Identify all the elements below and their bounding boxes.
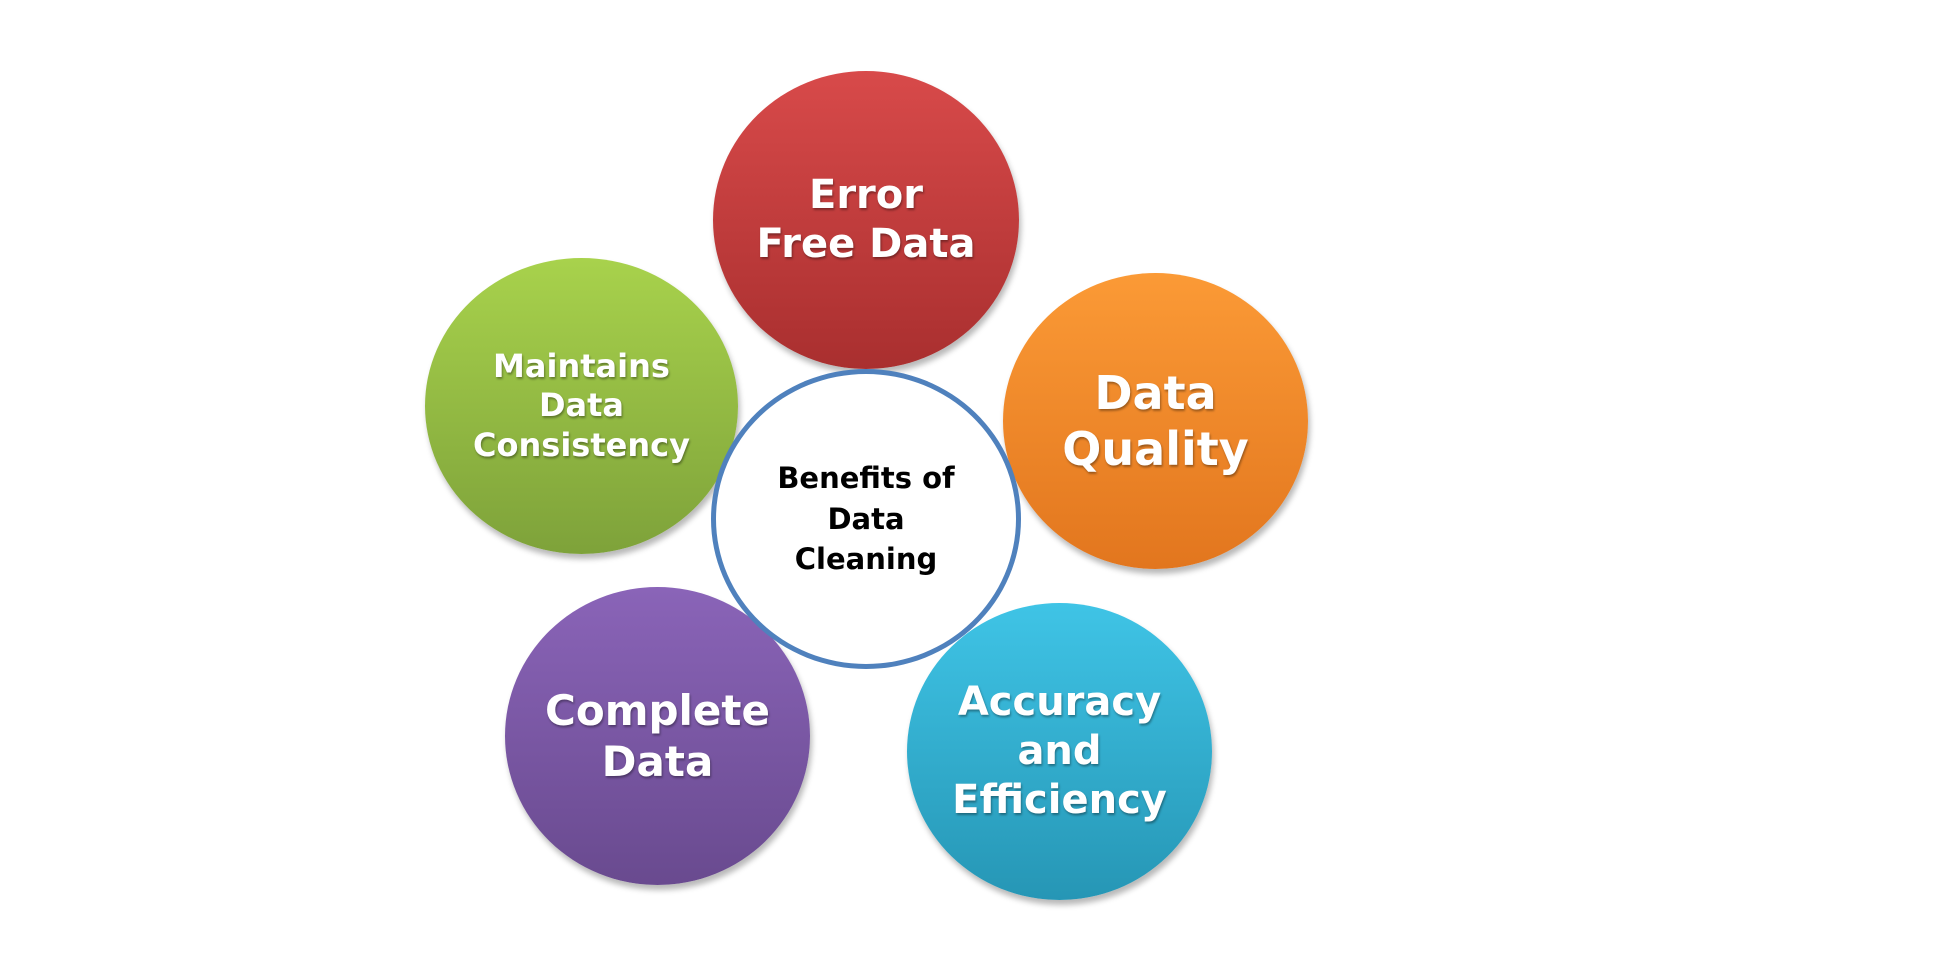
node-accuracy-and-efficiency: Accuracy and Efficiency xyxy=(907,603,1212,900)
label-line: Efficiency xyxy=(952,776,1167,823)
node-label: Error Free Data xyxy=(757,171,976,269)
node-label: Complete Data xyxy=(545,685,770,787)
label-line: Maintains xyxy=(493,347,670,386)
label-line: Data xyxy=(1094,365,1217,420)
label-line: Data xyxy=(827,501,905,536)
label-line: Cleaning xyxy=(794,542,938,577)
label-line: Accuracy xyxy=(957,679,1162,726)
label-line: Error xyxy=(809,172,923,219)
label-line: Data xyxy=(601,737,714,786)
node-maintains-data-consistency: Maintains Data Consistency xyxy=(425,258,738,554)
label-line: Benefits of xyxy=(777,461,955,496)
label-line: Data xyxy=(538,386,625,425)
node-label: Accuracy and Efficiency xyxy=(952,678,1167,824)
label-line: Complete xyxy=(545,685,770,735)
node-complete-data: Complete Data xyxy=(505,587,810,885)
label-line: Consistency xyxy=(473,425,690,464)
label-line: and xyxy=(1017,728,1102,775)
node-error-free-data: Error Free Data xyxy=(713,71,1019,369)
center-label: Benefits of Data Cleaning xyxy=(777,458,954,580)
center-node-benefits-of-data-cleaning: Benefits of Data Cleaning xyxy=(711,369,1021,669)
label-line: Quality xyxy=(1062,422,1249,476)
node-label: Maintains Data Consistency xyxy=(473,347,690,464)
node-data-quality: Data Quality xyxy=(1003,273,1308,569)
node-label: Data Quality xyxy=(1062,365,1248,477)
label-line: Free Data xyxy=(756,221,976,267)
